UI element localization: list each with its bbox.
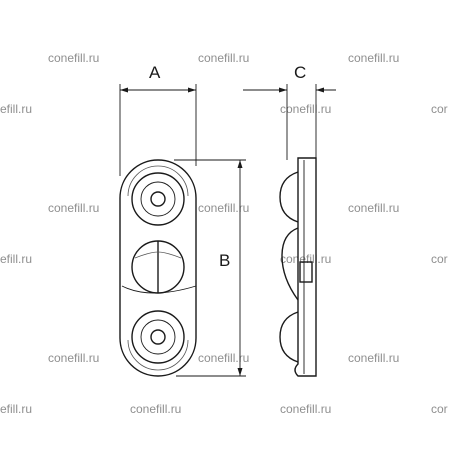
top-boss	[131, 172, 185, 226]
watermark: cor	[431, 252, 448, 266]
side-bottom-dome	[279, 311, 299, 363]
dimension-label-a: A	[149, 63, 161, 82]
dimension-b: B	[174, 159, 246, 377]
watermark: conefill.ru	[130, 402, 181, 416]
watermark: conefill.ru	[280, 402, 331, 416]
watermark: conefill.ru	[348, 51, 399, 65]
watermark: conefill.ru	[348, 351, 399, 365]
plate-rim	[127, 165, 189, 197]
watermark: conefill.ru	[348, 201, 399, 215]
side-top-dome	[279, 171, 299, 223]
dimension-label-c: C	[294, 63, 306, 82]
plate-edge	[294, 157, 317, 377]
plate-rim	[127, 339, 189, 371]
watermark: cor	[431, 402, 448, 416]
watermark: efill.ru	[0, 102, 32, 116]
front-view: A B	[119, 63, 246, 377]
watermark: conefill.ru	[280, 252, 331, 266]
side-middle-dome	[281, 227, 299, 301]
dimension-c: C	[243, 63, 336, 160]
dimension-label-b: B	[219, 251, 230, 270]
watermark: conefill.ru	[198, 51, 249, 65]
watermark: conefill.ru	[48, 351, 99, 365]
watermark: conefill.ru	[198, 201, 249, 215]
side-view: C	[243, 63, 336, 377]
watermark: conefill.ru	[48, 51, 99, 65]
middle-boss	[121, 240, 197, 294]
dimension-a: A	[119, 63, 197, 176]
watermark: cor	[431, 102, 448, 116]
watermark: efill.ru	[0, 402, 32, 416]
plate-outline	[119, 159, 197, 377]
watermark: efill.ru	[0, 252, 32, 266]
watermark: conefill.ru	[48, 201, 99, 215]
bottom-boss	[131, 310, 185, 364]
watermark: conefill.ru	[280, 102, 331, 116]
side-latch	[299, 261, 313, 283]
watermark: conefill.ru	[198, 351, 249, 365]
